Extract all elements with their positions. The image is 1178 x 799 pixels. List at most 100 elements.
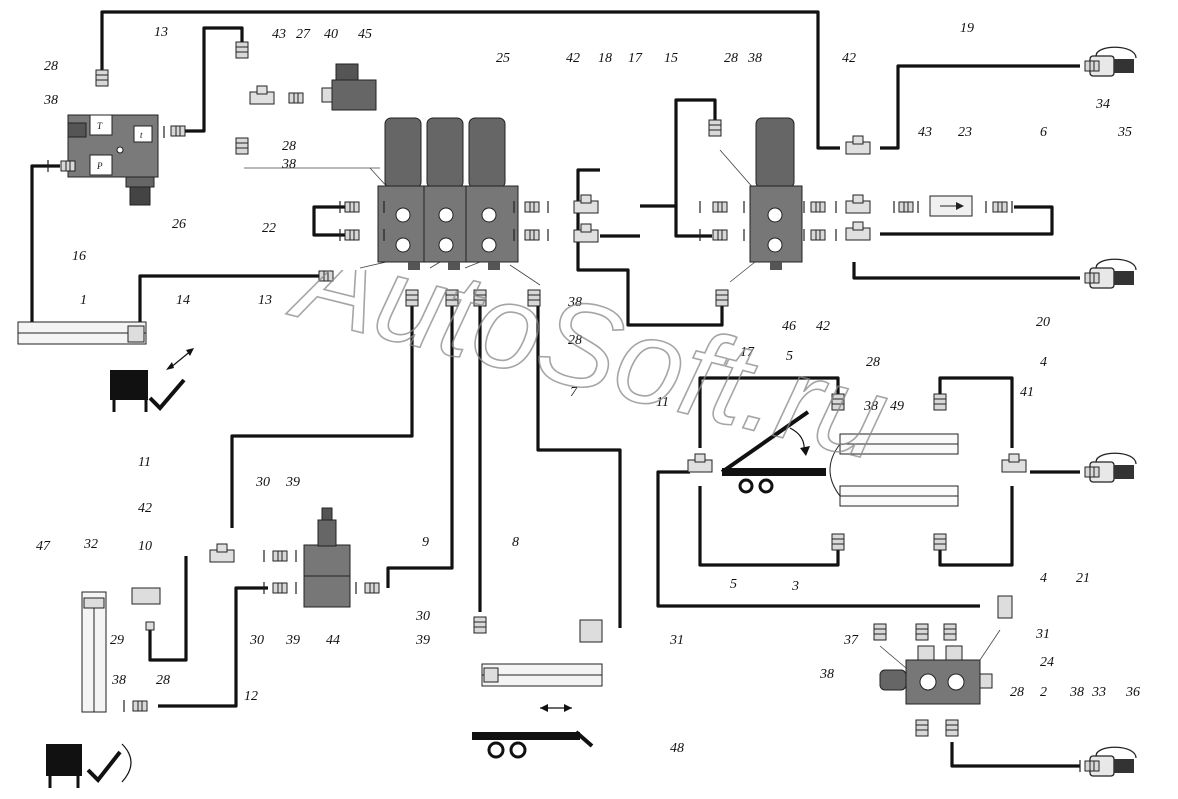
valve-port-t: t <box>140 130 143 140</box>
label-8: 8 <box>512 535 519 550</box>
label-28-f: 28 <box>156 673 170 688</box>
label-49: 49 <box>890 399 904 414</box>
label-34: 34 <box>1095 97 1110 112</box>
tipper-pictogram-bottom <box>46 743 132 788</box>
label-28-d: 28 <box>568 333 582 348</box>
label-5-a: 5 <box>786 349 793 364</box>
label-28-a: 28 <box>44 59 58 74</box>
tee-41-left <box>687 453 713 473</box>
label-43-a: 43 <box>272 27 286 42</box>
label-35: 35 <box>1117 125 1132 140</box>
label-48: 48 <box>670 741 684 756</box>
label-10: 10 <box>138 539 152 554</box>
label-39-b: 39 <box>285 633 300 648</box>
tipper-pictogram-top <box>110 348 194 412</box>
dump-truck-pictogram <box>720 410 826 494</box>
label-13-a: 13 <box>154 25 168 40</box>
label-38-b: 38 <box>281 157 296 172</box>
label-28-e: 28 <box>866 355 880 370</box>
label-37: 37 <box>843 633 859 648</box>
hydraulic-cylinder-48 <box>481 595 1013 687</box>
label-18: 18 <box>598 51 612 66</box>
valve-port-P: P <box>96 161 103 171</box>
seal-marks <box>47 126 1081 772</box>
label-21: 21 <box>1076 571 1090 586</box>
tee-43 <box>845 194 871 214</box>
sensor-47 <box>81 587 161 713</box>
label-13-b: 13 <box>258 293 272 308</box>
label-40: 40 <box>324 27 338 42</box>
label-46: 46 <box>782 319 796 334</box>
label-1: 1 <box>80 293 87 308</box>
trailer-pictogram <box>472 704 594 759</box>
label-36: 36 <box>1125 685 1140 700</box>
label-24: 24 <box>1040 655 1054 670</box>
label-30-a: 30 <box>255 475 270 490</box>
label-32: 32 <box>83 537 98 552</box>
label-39-c: 39 <box>415 633 430 648</box>
label-42-b: 42 <box>842 51 856 66</box>
tee-43-top <box>249 85 275 105</box>
label-43-b: 43 <box>918 125 932 140</box>
pressure-switch-45 <box>321 63 377 111</box>
label-4-a: 4 <box>1040 355 1047 370</box>
label-27: 27 <box>296 27 311 42</box>
tee-42-left <box>209 543 235 563</box>
control-valve-26: T t P <box>67 114 159 206</box>
label-19: 19 <box>960 21 974 36</box>
label-17-a: 17 <box>628 51 643 66</box>
solenoid-valve-46 <box>749 117 803 270</box>
label-38-d: 38 <box>567 295 582 310</box>
label-9: 9 <box>422 535 429 550</box>
label-12: 12 <box>244 689 258 704</box>
hydraulic-cylinder-1 <box>17 321 147 345</box>
valve-port-T: T <box>97 121 103 131</box>
label-29: 29 <box>110 633 124 648</box>
label-31-b: 31 <box>1035 627 1050 642</box>
label-38-e: 38 <box>863 399 878 414</box>
tee-42-top <box>845 135 871 155</box>
label-7: 7 <box>570 385 578 400</box>
label-42-d: 42 <box>138 501 152 516</box>
label-42-a: 42 <box>566 51 580 66</box>
label-31-a: 31 <box>669 633 684 648</box>
label-30-c: 30 <box>415 609 430 624</box>
label-28-b: 28 <box>282 139 296 154</box>
label-5-b: 5 <box>730 577 737 592</box>
solenoid-valve-block-25 <box>377 117 519 270</box>
label-4-b: 4 <box>1040 571 1047 586</box>
label-22: 22 <box>262 221 276 236</box>
tee-42-bottom <box>845 221 871 241</box>
label-38-g: 38 <box>819 667 834 682</box>
label-11-b: 11 <box>656 395 669 410</box>
label-28-c: 28 <box>724 51 738 66</box>
label-30-b: 30 <box>249 633 264 648</box>
label-14: 14 <box>176 293 190 308</box>
label-16: 16 <box>72 249 86 264</box>
label-41-a: 41 <box>1020 385 1034 400</box>
label-17-b: 17 <box>740 345 755 360</box>
tee-41-right <box>1001 453 1027 473</box>
label-23: 23 <box>958 125 972 140</box>
label-33: 33 <box>1091 685 1106 700</box>
label-6: 6 <box>1040 125 1047 140</box>
label-44: 44 <box>326 633 340 648</box>
label-25: 25 <box>496 51 510 66</box>
hydraulic-lines <box>30 10 1080 768</box>
label-3: 3 <box>791 579 799 594</box>
label-39-a: 39 <box>285 475 300 490</box>
label-11-a: 11 <box>138 455 151 470</box>
label-38-f: 38 <box>111 673 126 688</box>
label-2: 2 <box>1040 685 1047 700</box>
label-47: 47 <box>36 539 51 554</box>
label-26: 26 <box>172 217 186 232</box>
label-20: 20 <box>1036 315 1050 330</box>
label-38-c: 38 <box>747 51 762 66</box>
leader-lines <box>244 149 756 286</box>
fittings-vertical <box>95 41 959 737</box>
label-15: 15 <box>664 51 678 66</box>
distributor-44 <box>303 507 351 608</box>
dump-cylinders-49 <box>829 433 959 507</box>
filter-23 <box>929 195 973 217</box>
